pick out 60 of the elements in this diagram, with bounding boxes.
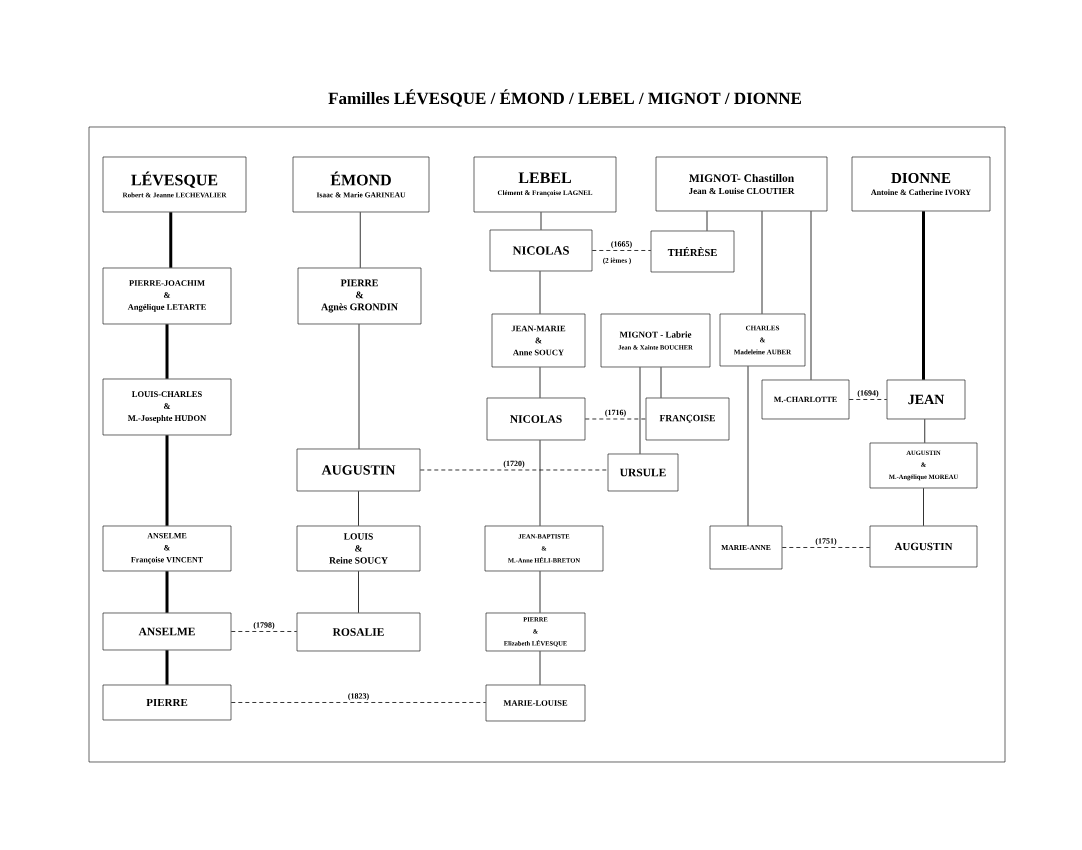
person-box: LOUIS-CHARLES & M.-Josephte HUDON — [102, 378, 232, 436]
edge-label: (1665) — [609, 240, 634, 250]
marriage-line — [781, 547, 871, 548]
person-box: ANSELME & Françoise VINCENT — [102, 525, 232, 572]
marriage-line — [591, 250, 652, 251]
family-box: DIONNE Antoine & Catherine IVORY — [851, 156, 991, 212]
lineage-line — [924, 418, 926, 444]
lineage-line — [169, 212, 173, 268]
lineage-line — [359, 211, 361, 269]
person-box: ANSELME — [102, 612, 232, 651]
lineage-line — [358, 323, 360, 450]
lineage-line — [358, 490, 359, 527]
lineage-line — [165, 650, 169, 685]
person-box: MARIE-LOUISE — [485, 684, 586, 722]
person-box: AUGUSTIN — [296, 448, 421, 492]
lineage-line — [165, 571, 169, 613]
edge-label: (1823) — [346, 692, 371, 702]
title: Familles LÉVESQUE / ÉMOND / LEBEL / MIGNOT / DIONNE — [328, 89, 801, 107]
lineage-line — [639, 366, 641, 455]
person-box: M.-CHARLOTTE — [761, 379, 850, 420]
person-box: LOUIS & Reine SOUCY — [296, 525, 421, 572]
edge-label: (1694) — [856, 389, 880, 399]
lineage-line — [922, 211, 925, 380]
person-box: FRANÇOISE — [645, 397, 730, 441]
family-box: MIGNOT- Chastillon Jean & Louise CLOUTIER — [655, 156, 828, 212]
marriage-line — [230, 631, 298, 632]
lineage-line — [923, 487, 924, 527]
lineage-line — [165, 435, 169, 526]
marriage-line — [230, 702, 487, 703]
edge-label: (1798) — [252, 621, 276, 631]
person-box: NICOLAS — [489, 229, 593, 272]
person-box: PIERRE — [102, 684, 232, 721]
person-box: THÉRÈSE — [650, 230, 735, 273]
person-box: NICOLAS — [486, 397, 586, 441]
lineage-line — [539, 270, 541, 315]
person-box: AUGUSTIN — [869, 525, 978, 568]
marriage-line — [584, 418, 647, 420]
person-box: JEAN — [886, 379, 966, 420]
person-box: URSULE — [607, 453, 679, 492]
lineage-line — [539, 366, 541, 399]
marriage-line — [419, 469, 609, 471]
edge-label: (1720) — [502, 459, 526, 469]
lineage-line — [706, 210, 708, 232]
lineage-line — [539, 650, 541, 686]
lineage-line — [810, 210, 812, 381]
lineage-line — [358, 570, 359, 614]
edge-label: (1751) — [814, 537, 838, 547]
lineage-line — [539, 570, 541, 614]
person-box: ROSALIE — [296, 612, 421, 652]
marriage-line — [848, 399, 888, 400]
lineage-line — [660, 366, 662, 399]
person-box: PIERRE-JOACHIM & Angélique LETARTE — [102, 267, 232, 325]
edge-label: (1716) — [603, 408, 628, 418]
person-box: PIERRE & Agnès GRONDIN — [297, 267, 422, 325]
lineage-line — [761, 210, 763, 315]
lineage-line — [540, 211, 542, 231]
lineage-line — [747, 365, 749, 527]
lineage-line — [539, 439, 541, 527]
lineage-line — [165, 324, 169, 379]
person-box: JEAN-MARIE & Anne SOUCY — [491, 313, 586, 368]
